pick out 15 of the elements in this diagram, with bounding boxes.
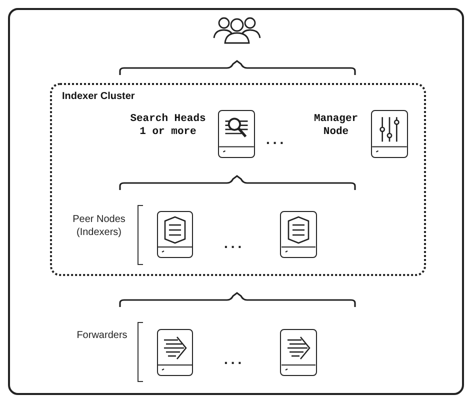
ellipsis: ... bbox=[224, 352, 245, 366]
group-label: Forwarders bbox=[76, 329, 128, 342]
database-server-icon bbox=[280, 211, 317, 258]
ellipsis: ... bbox=[266, 132, 287, 146]
ellipsis: ... bbox=[224, 236, 245, 250]
settings-server-icon bbox=[371, 110, 408, 158]
node-label: Manager Node bbox=[312, 113, 360, 139]
database-server-icon bbox=[157, 211, 193, 258]
search-server-icon bbox=[218, 110, 255, 158]
forwarder-server-icon bbox=[157, 329, 193, 376]
cluster-boundary bbox=[50, 83, 426, 276]
node-label: Search Heads 1 or more bbox=[129, 113, 207, 139]
group-label: Peer Nodes (Indexers) bbox=[72, 213, 126, 239]
cluster-title: Indexer Cluster bbox=[62, 91, 135, 102]
forwarder-server-icon bbox=[280, 329, 317, 376]
